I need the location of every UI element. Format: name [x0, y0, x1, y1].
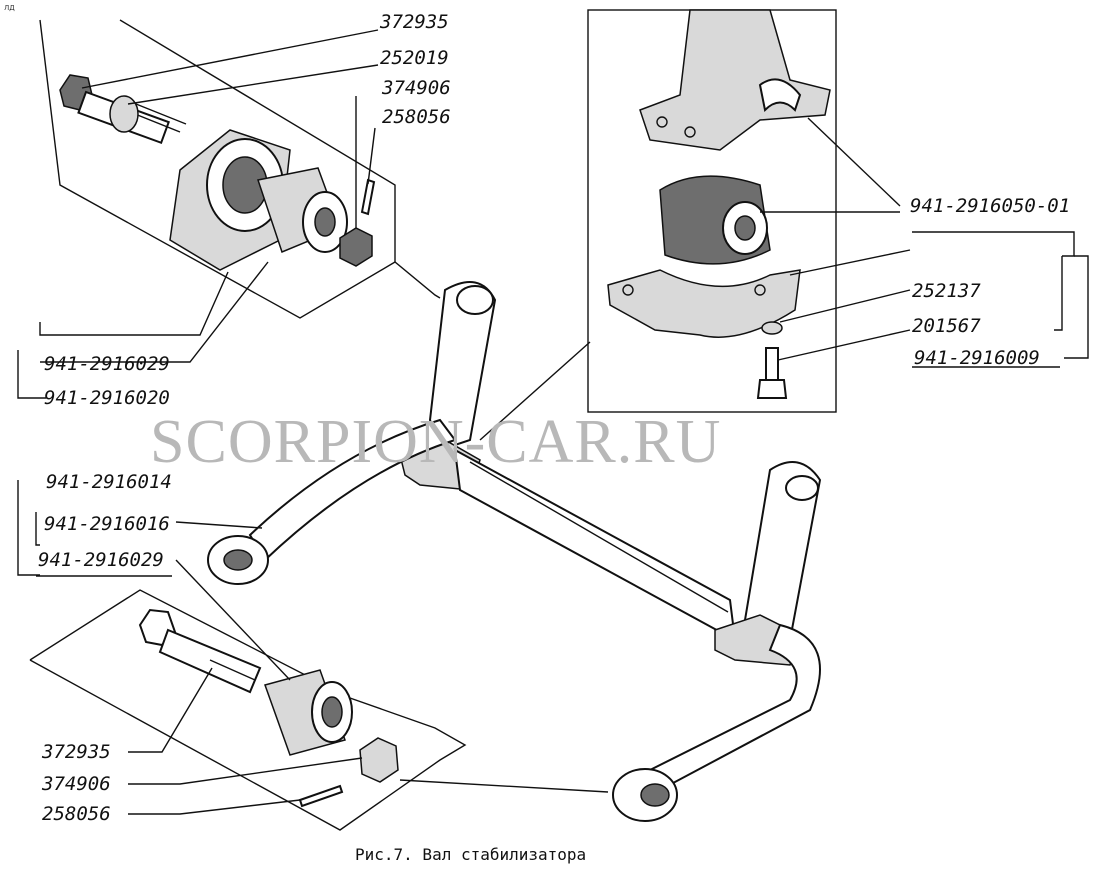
label-941-2916016: 941-2916016: [44, 513, 170, 535]
label-258056-bottom: 258056: [42, 803, 111, 825]
bushing-bottom: [264, 669, 353, 756]
stabilizer-assembly: [207, 281, 822, 822]
inset-bottom-left: [29, 589, 467, 831]
washer-right: [761, 321, 783, 335]
label-941-2916050-01: 941-2916050-01: [910, 195, 1070, 217]
inset-right: [587, 9, 837, 413]
rubber-cushion: [659, 175, 771, 265]
washer-top: [109, 95, 139, 133]
part-labels: 372935 252019 374906 258056 941-2916029 …: [38, 11, 1070, 825]
bolt-bottom: [138, 608, 262, 694]
label-252137: 252137: [912, 280, 981, 302]
label-941-2916020: 941-2916020: [44, 387, 170, 409]
bolt-right: [756, 347, 788, 399]
label-374906-top: 374906: [381, 77, 451, 99]
clamp-lower: [607, 269, 801, 338]
label-941-2916029-b: 941-2916029: [38, 549, 164, 571]
nut-bottom: [359, 737, 399, 783]
corner-mark: ЛД: [4, 4, 15, 12]
bracket-upper: [639, 9, 831, 151]
label-941-2916029-a: 941-2916029: [44, 353, 170, 375]
label-252019-top: 252019: [380, 47, 449, 69]
figure-caption: Рис.7. Вал стабилизатора: [355, 845, 586, 864]
label-372935-bottom: 372935: [41, 741, 111, 763]
cotter-pin-top: [360, 178, 376, 216]
label-941-2916014: 941-2916014: [46, 471, 172, 493]
watermark: SCORPION-CAR.RU: [150, 408, 721, 476]
label-374906-bottom: 374906: [41, 773, 111, 795]
arm-eye-top: [169, 129, 291, 271]
label-201567: 201567: [912, 315, 981, 337]
label-372935-top: 372935: [379, 11, 449, 33]
inset-top-left: [39, 19, 441, 319]
bushing-top: [257, 167, 348, 254]
leader-lines: [17, 29, 1089, 815]
cotter-pin-bottom: [298, 784, 344, 808]
label-941-2916009: 941-2916009: [914, 347, 1040, 369]
label-258056-top: 258056: [382, 106, 451, 128]
